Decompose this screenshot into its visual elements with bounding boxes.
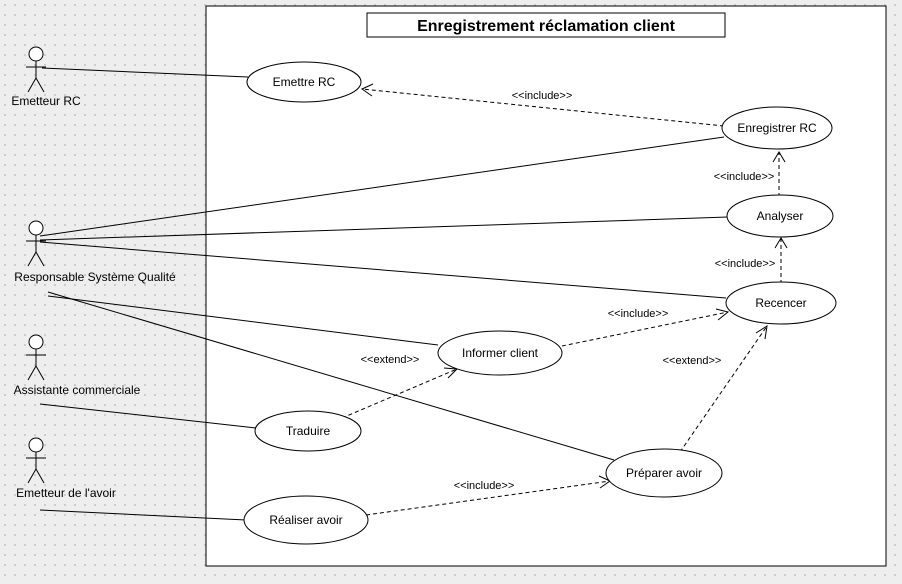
use-case-label: Analyser — [757, 209, 804, 223]
actor-emetteur-rc[interactable]: Emetteur RC — [11, 46, 81, 108]
use-case-label: Préparer avoir — [626, 466, 702, 480]
include-label-enregistrer-emettre: <<include>> — [512, 90, 573, 102]
use-case-enregistrer-rc[interactable]: Enregistrer RC — [721, 106, 833, 150]
use-case-traduire[interactable]: Traduire — [254, 410, 362, 452]
stick-figure-icon — [26, 334, 46, 381]
system-title-box — [366, 12, 726, 38]
use-case-informer-client[interactable]: Informer client — [437, 330, 563, 376]
include-label-realiser-preparer: <<include>> — [454, 480, 515, 492]
include-label-informer-recencer: <<include>> — [608, 308, 669, 320]
association-emetteur-emettre[interactable] — [41, 67, 249, 78]
include-informer-recencer[interactable] — [561, 308, 730, 347]
include-label-analyser-enregistrer: <<include>> — [714, 171, 775, 183]
extend-label-preparer-recencer: <<extend>> — [663, 355, 722, 367]
association-responsable-informer[interactable] — [47, 295, 439, 346]
use-case-analyser[interactable]: Analyser — [726, 194, 834, 238]
include-label-recencer-analyser: <<include>> — [715, 258, 776, 270]
use-case-label: Emettre RC — [273, 75, 336, 89]
use-case-label: Recencer — [755, 296, 806, 310]
use-case-realiser-avoir[interactable]: Réaliser avoir — [243, 495, 369, 545]
extend-preparer-recencer[interactable] — [679, 324, 768, 453]
actor-label: Responsable Système Qualité — [14, 270, 176, 284]
actor-label: Emetteur de l'avoir — [16, 486, 116, 500]
stick-figure-icon — [26, 437, 46, 484]
actor-label: Emetteur RC — [11, 94, 81, 108]
use-case-label: Traduire — [286, 424, 331, 438]
use-case-emettre-rc[interactable]: Emettre RC — [246, 61, 362, 103]
use-case-recencer[interactable]: Recencer — [725, 281, 837, 325]
extend-label-traduire-informer: <<extend>> — [361, 354, 420, 366]
association-responsable-enregistrer[interactable] — [39, 136, 725, 237]
use-case-preparer-avoir[interactable]: Préparer avoir — [605, 448, 723, 498]
use-case-label: Enregistrer RC — [737, 121, 817, 135]
association-emetteur-avoir-realiser[interactable] — [39, 509, 247, 521]
stick-figure-icon — [26, 46, 46, 93]
actor-assistante-commerciale[interactable]: Assistante commerciale — [14, 334, 141, 397]
use-case-label: Réaliser avoir — [269, 513, 342, 527]
include-analyser-enregistrer[interactable] — [772, 151, 786, 197]
include-enregistrer-emettre[interactable] — [360, 83, 725, 127]
association-responsable-preparer[interactable] — [47, 291, 615, 461]
actor-emetteur-avoir[interactable]: Emetteur de l'avoir — [16, 437, 116, 500]
association-responsable-analyser[interactable] — [39, 216, 729, 241]
stick-figure-icon — [26, 220, 46, 267]
association-assistante-traduire[interactable] — [39, 403, 257, 429]
include-recencer-analyser[interactable] — [774, 237, 788, 284]
system-title: Enregistrement réclamation client — [417, 18, 676, 35]
use-case-label: Informer client — [462, 346, 539, 360]
actor-label: Assistante commerciale — [14, 383, 141, 397]
actor-responsable-qualite[interactable]: Responsable Système Qualité — [14, 220, 176, 284]
association-responsable-recencer[interactable] — [39, 241, 727, 299]
